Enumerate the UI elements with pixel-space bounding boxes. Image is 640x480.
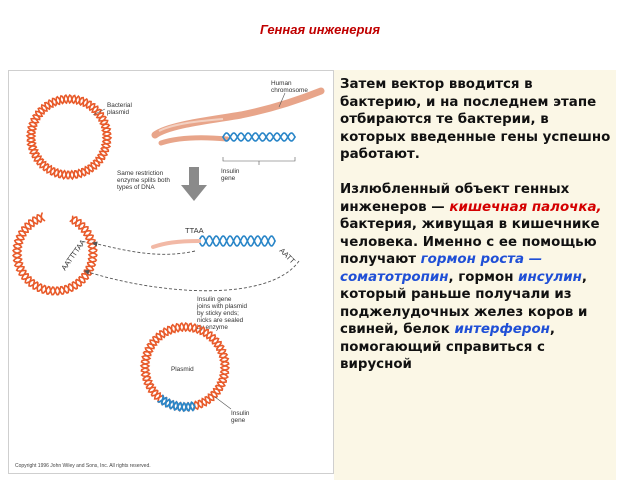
bracket-insulin-gene: [222, 157, 296, 162]
label-restriction-3: types of DNA: [117, 184, 155, 191]
paragraph-vector: Затем вектор вводится в бактерию, и на п…: [340, 77, 611, 162]
label-human-chromosome-2: chromosome: [271, 87, 308, 94]
dashed-arrow-join-1: [91, 241, 196, 255]
label-bacterial-plasmid-2: plasmid: [107, 109, 129, 116]
label-insulin-gene-top-1: Insulin: [221, 168, 240, 175]
insulin-gene-fragment: [198, 235, 276, 247]
label-restriction-1: Same restriction: [117, 170, 164, 177]
label-human-chromosome-1: Human: [271, 80, 292, 87]
label-insulin-joins-4: nicks are sealed: [197, 317, 244, 324]
recombinant-dna-diagram: Bacterial plasmid Human chromosome Insul…: [12, 80, 325, 469]
sticky-end-right-aatt: AATT: [278, 246, 298, 266]
label-plasmid: Plasmid: [171, 366, 194, 373]
label-restriction-2: enzyme splits both: [117, 177, 170, 184]
label-insulin-joins-5: by enzyme: [197, 324, 228, 331]
label-insulin-joins-2: joins with plasmid: [196, 303, 248, 310]
label-bacterial-plasmid-1: Bacterial: [107, 102, 132, 109]
term-insulin: инсулин: [518, 269, 582, 285]
term-growth-hormone: гормон роста — соматотропин: [340, 252, 543, 285]
sticky-end-left-ttaa: TTAA: [69, 238, 87, 258]
human-chromosome: [151, 87, 325, 146]
plasmid-ring-cut: [12, 212, 98, 296]
slide-title: Генная инженерия: [260, 22, 380, 37]
process-arrow-down: [181, 167, 207, 201]
description-panel: Затем вектор вводится в бактерию, и на п…: [334, 70, 616, 480]
sticky-end-mid-ttaa: TTAA: [185, 226, 204, 235]
label-insulin-gene-bottom-1: Insulin: [231, 410, 250, 417]
copyright-note: Copyright 1996 John Wiley and Sons, Inc.…: [15, 463, 151, 469]
plasmid-ring-recombinant: [139, 322, 231, 413]
insulin-gene-top: [222, 132, 296, 142]
paragraph-ecoli: Излюбленный объект генных инженеров — ки…: [340, 182, 602, 372]
term-ecoli: кишечная палочка,: [449, 199, 602, 215]
label-insulin-gene-top-2: gene: [221, 175, 236, 182]
label-insulin-joins-3: by sticky ends;: [197, 310, 239, 317]
pointer-human-chromosome: [278, 92, 286, 108]
plasmid-ring-top: [25, 93, 113, 181]
pointer-insulin-gene-bottom: [214, 396, 232, 410]
pointer-bacterial-plasmid: [92, 108, 106, 116]
genetic-engineering-figure: Bacterial plasmid Human chromosome Insul…: [8, 70, 334, 474]
term-interferon: интерферон: [454, 322, 550, 337]
label-insulin-joins-1: Insulin gene: [197, 296, 232, 303]
dashed-arrow-join-2: [83, 260, 300, 292]
label-insulin-gene-bottom-2: gene: [231, 417, 246, 424]
